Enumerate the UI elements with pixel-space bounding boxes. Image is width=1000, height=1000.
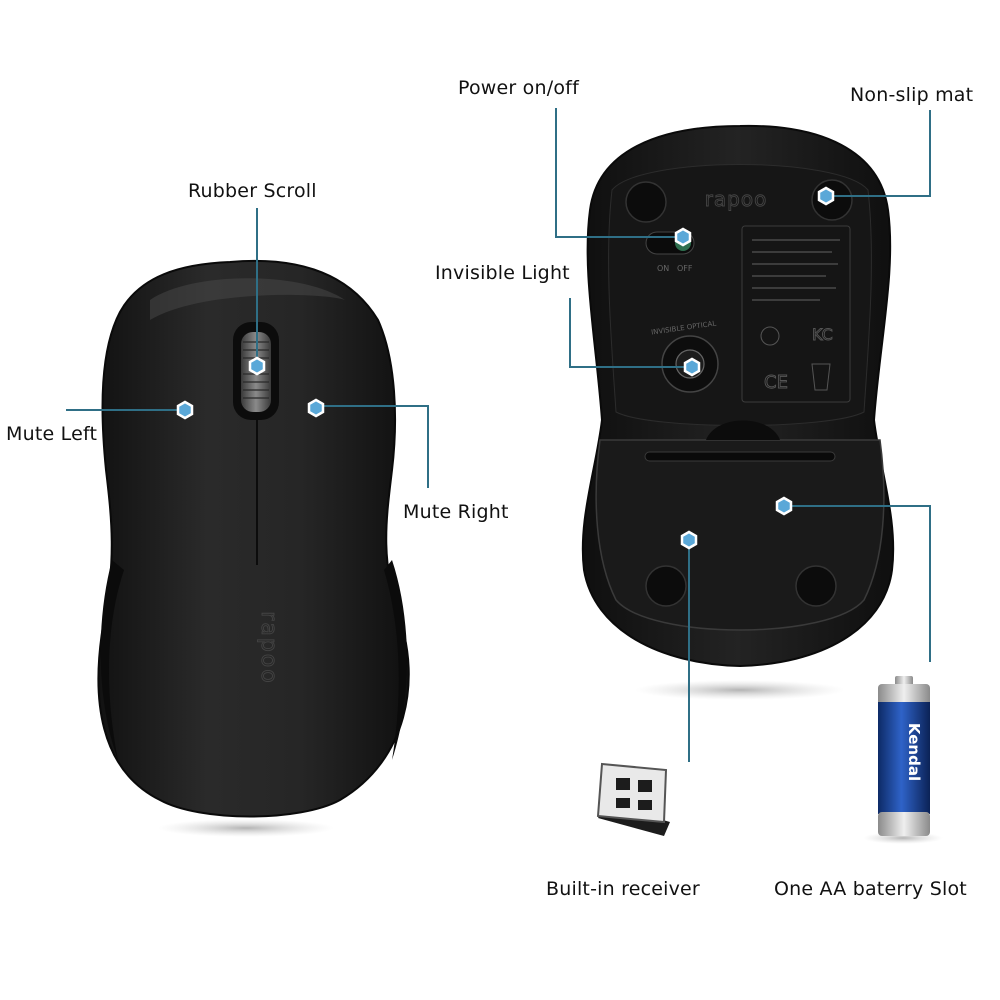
receiver-plug	[596, 762, 668, 824]
marker-receiver	[680, 530, 698, 550]
label-invisible-light: Invisible Light	[435, 262, 570, 284]
kc-mark: KC	[812, 325, 833, 344]
mouse-bottom-shadow	[635, 680, 845, 700]
label-battery-slot: One AA baterry Slot	[774, 878, 967, 900]
battery-body	[878, 702, 930, 814]
battery-positive-cap	[895, 676, 913, 686]
label-built-in-receiver: Built-in receiver	[546, 878, 700, 900]
marker-battery	[775, 496, 793, 516]
regulatory-label	[741, 225, 851, 403]
marker-scroll	[248, 356, 266, 376]
marker-power	[674, 227, 692, 247]
callout-mute-right	[316, 405, 429, 488]
usb-receiver	[596, 762, 670, 836]
bin-mark-icon	[811, 363, 831, 391]
mouse-top-shadow	[158, 819, 334, 837]
callout-battery	[784, 505, 931, 662]
mouse-top-shell	[97, 259, 410, 818]
label-rubber-scroll: Rubber Scroll	[188, 180, 317, 202]
mouse-top-highlight	[150, 278, 345, 320]
cover-notch	[706, 420, 780, 440]
receiver-contact-1	[616, 778, 630, 790]
receiver-contact-4	[638, 800, 652, 810]
regulatory-label-lines	[752, 239, 840, 301]
marker-mute-left	[176, 400, 194, 420]
marker-light	[683, 357, 701, 377]
mouse-foot-bl	[645, 565, 687, 607]
mouse-bottom-view: rapoo ON OFF INVISIBLE OPTICAL CE KC	[581, 124, 895, 668]
battery-brand: Kendal	[905, 723, 923, 781]
marker-mute-right	[307, 398, 325, 418]
battery-top-ring	[878, 684, 930, 706]
receiver-contact-2	[638, 780, 652, 792]
mouse-top-view: rapoo	[97, 259, 410, 818]
callout-markers	[176, 186, 835, 550]
label-mute-right: Mute Right	[403, 501, 509, 523]
marker-nonslip	[817, 186, 835, 206]
aa-battery: Kendal	[878, 676, 930, 836]
mouse-right-grip	[384, 560, 407, 760]
battery-cover[interactable]	[595, 439, 885, 631]
receiver-contact-3	[616, 798, 630, 808]
ce-mark: CE	[764, 372, 788, 393]
callout-light	[569, 298, 692, 368]
brand-logo-bottom: rapoo	[705, 187, 768, 211]
callout-lines	[66, 108, 931, 762]
callout-power	[555, 108, 683, 238]
label-power-on-off: Power on/off	[458, 77, 579, 99]
mouse-foot-br	[795, 565, 837, 607]
label-non-slip-mat: Non-slip mat	[850, 84, 974, 106]
battery-bottom-ring	[878, 812, 930, 836]
label-mute-left: Mute Left	[6, 423, 98, 445]
brand-logo-top: rapoo	[256, 611, 281, 684]
mouse-foot-tl	[625, 181, 667, 223]
switch-on-label: ON	[657, 264, 669, 273]
callout-nonslip	[826, 110, 931, 197]
switch-off-label: OFF	[677, 264, 693, 273]
cover-latch-slot	[644, 451, 836, 462]
mouse-left-grip	[100, 560, 124, 760]
cert-circle-mark	[760, 326, 780, 346]
